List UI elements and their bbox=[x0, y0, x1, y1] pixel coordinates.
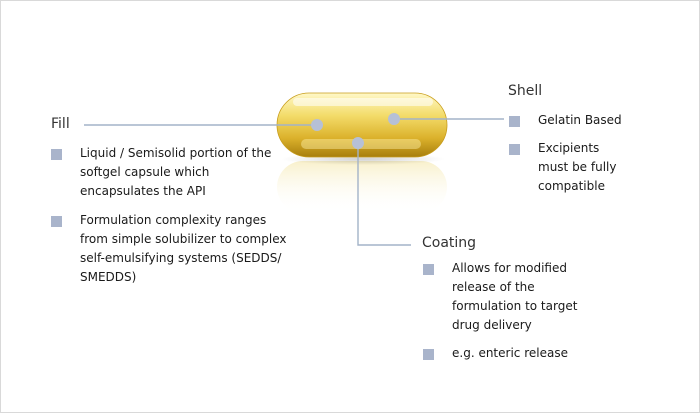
coating-item-1-line-1: Allows for modified bbox=[452, 261, 567, 275]
shell-title: Shell bbox=[508, 83, 543, 99]
fill-item-1-line-3: encapsulates the API bbox=[80, 184, 206, 198]
fill-item-2-line-2: from simple solubilizer to complex bbox=[80, 232, 287, 246]
shell-item-2: Excipients must be fully compatible bbox=[538, 139, 616, 196]
coating-bullet-1 bbox=[423, 264, 434, 275]
fill-bullet-2 bbox=[51, 216, 62, 227]
shell-item-1-line-1: Gelatin Based bbox=[538, 113, 622, 127]
coating-item-1-line-4: drug delivery bbox=[452, 318, 532, 332]
fill-item-2-line-4: SMEDDS) bbox=[80, 270, 137, 284]
shell-item-2-line-3: compatible bbox=[538, 179, 605, 193]
coating-item-1: Allows for modified release of the formu… bbox=[452, 259, 577, 335]
coating-item-2-line-1: e.g. enteric release bbox=[452, 346, 568, 360]
coating-item-1-line-2: release of the bbox=[452, 280, 535, 294]
shell-bullet-1 bbox=[509, 116, 520, 127]
coating-item-1-line-3: formulation to target bbox=[452, 299, 578, 313]
coating-bullet-2 bbox=[423, 349, 434, 360]
fill-item-2-line-3: self-emulsifying systems (SEDDS/ bbox=[80, 251, 282, 265]
capsule-reflection bbox=[277, 161, 447, 213]
fill-title: Fill bbox=[51, 116, 70, 132]
capsule-highlight bbox=[293, 98, 433, 106]
fill-item-1-line-1: Liquid / Semisolid portion of the bbox=[80, 146, 272, 160]
fill-bullet-1 bbox=[51, 149, 62, 160]
fill-item-1: Liquid / Semisolid portion of the softge… bbox=[80, 144, 271, 201]
shell-bullet-2 bbox=[509, 144, 520, 155]
fill-item-1-line-2: softgel capsule which bbox=[80, 165, 210, 179]
shell-item-2-line-1: Excipients bbox=[538, 141, 600, 155]
fill-marker-dot bbox=[311, 119, 323, 131]
shell-marker-dot bbox=[388, 113, 400, 125]
fill-item-2: Formulation complexity ranges from simpl… bbox=[80, 211, 286, 287]
shell-item-1: Gelatin Based bbox=[538, 111, 622, 130]
shell-item-2-line-2: must be fully bbox=[538, 160, 617, 174]
coating-connector-line bbox=[357, 143, 411, 246]
coating-marker-dot bbox=[352, 137, 364, 149]
coating-item-2: e.g. enteric release bbox=[452, 344, 568, 363]
fill-item-2-line-1: Formulation complexity ranges bbox=[80, 213, 267, 227]
coating-title: Coating bbox=[422, 235, 477, 251]
